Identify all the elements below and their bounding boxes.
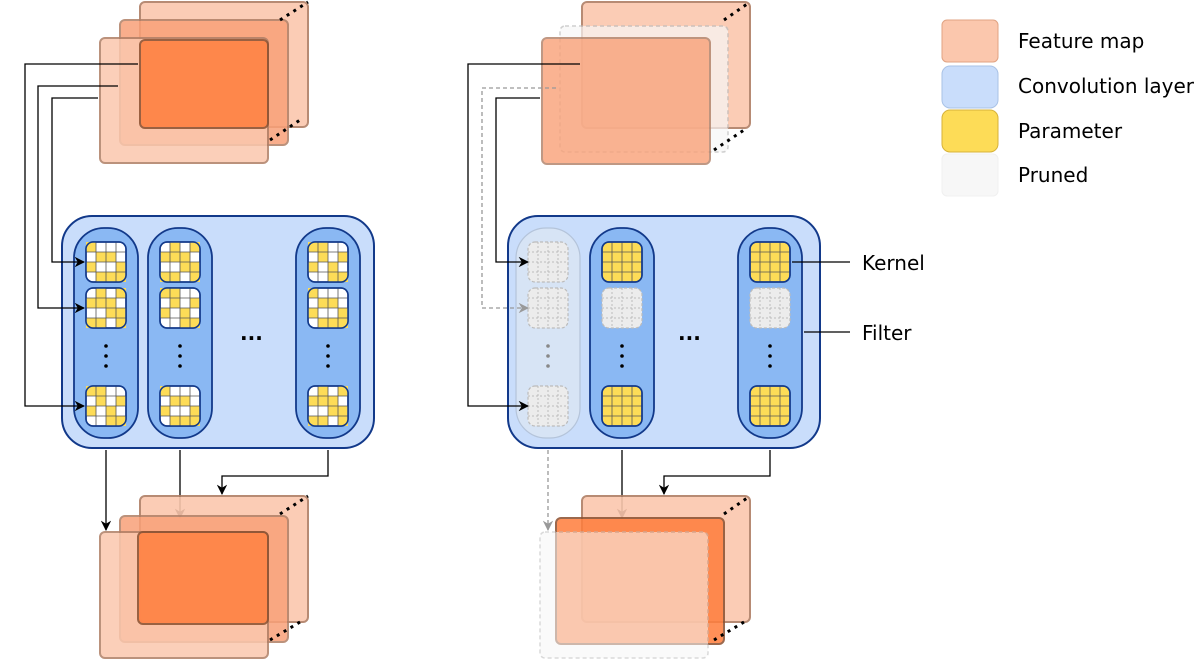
legend-swatch	[941, 19, 999, 63]
filters	[515, 227, 803, 439]
legend-swatch	[941, 109, 999, 153]
legend-label: Convolution layer	[1018, 74, 1195, 98]
kernel	[85, 287, 127, 329]
kernel	[159, 385, 201, 427]
input-feature-maps	[99, 0, 309, 164]
filter	[295, 227, 361, 439]
pruned-kernel	[601, 287, 643, 329]
filter	[147, 227, 213, 439]
filter	[737, 227, 803, 439]
kernel	[749, 241, 791, 283]
vertical-ellipsis	[104, 344, 108, 368]
input-connections	[467, 63, 580, 412]
pruned-kernel	[749, 287, 791, 329]
kernel	[159, 287, 201, 329]
filter	[589, 227, 655, 439]
kernel	[85, 385, 127, 427]
kernel	[749, 385, 791, 427]
kernel-label: Kernel	[862, 251, 925, 275]
pruned-kernel	[527, 241, 569, 283]
input-feature-maps	[541, 0, 751, 165]
pruned-filter	[515, 227, 581, 439]
kernel	[85, 241, 127, 283]
output-feature-maps	[539, 494, 751, 659]
filter-label: Filter	[862, 321, 912, 345]
legend-swatch	[941, 153, 999, 197]
vertical-ellipsis	[178, 344, 182, 368]
filter-ellipsis: ...	[678, 321, 701, 345]
pruned-kernel	[527, 385, 569, 427]
vertical-ellipsis	[768, 344, 772, 368]
original-network: ...	[24, 0, 375, 659]
vertical-ellipsis	[326, 344, 330, 368]
legend-label: Parameter	[1018, 119, 1123, 143]
legend-item-convolution-layer: Convolution layer	[941, 65, 1195, 109]
kernel	[307, 287, 349, 329]
output-feature-maps	[99, 494, 309, 659]
filters	[73, 227, 361, 439]
kernel	[307, 385, 349, 427]
kernel	[159, 241, 201, 283]
legend-swatch	[941, 65, 999, 109]
pruned-network: ... Kernel Filter	[467, 0, 925, 659]
legend-item-parameter: Parameter	[941, 109, 1123, 153]
kernel	[601, 385, 643, 427]
filter-ellipsis: ...	[240, 321, 263, 345]
vertical-ellipsis	[620, 344, 624, 368]
pruned-kernel	[527, 287, 569, 329]
legend: Feature map Convolution layer Parameter …	[941, 19, 1195, 197]
legend-label: Pruned	[1018, 163, 1088, 187]
kernel	[601, 241, 643, 283]
vertical-ellipsis	[546, 344, 550, 368]
filter	[73, 227, 139, 439]
legend-item-pruned: Pruned	[941, 153, 1088, 197]
legend-label: Feature map	[1018, 29, 1144, 53]
legend-item-feature-map: Feature map	[941, 19, 1144, 63]
kernel	[307, 241, 349, 283]
input-connections	[24, 63, 138, 412]
